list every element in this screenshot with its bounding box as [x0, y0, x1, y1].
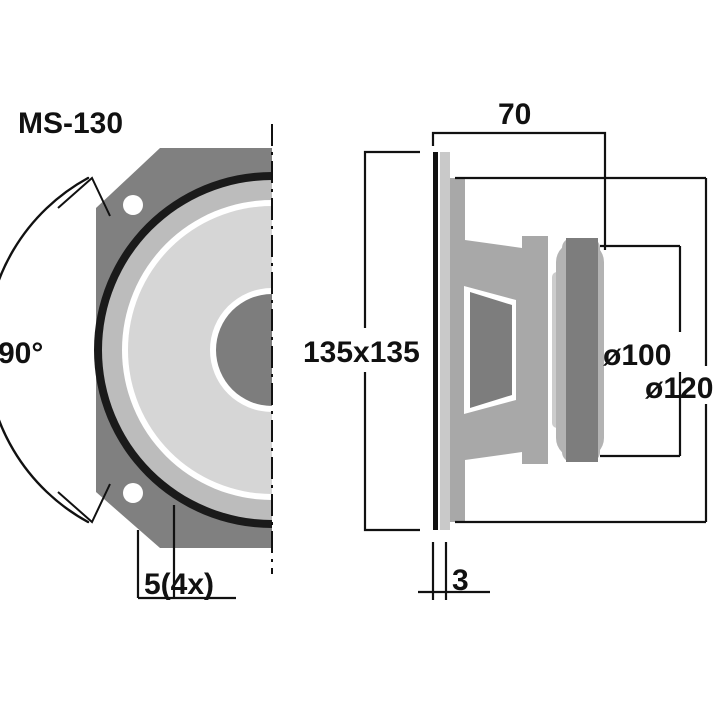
- depth-dimension-label: 70: [498, 98, 531, 131]
- page-title: MS-130: [18, 107, 123, 140]
- dispersion-angle-dimension: 90°: [0, 176, 111, 524]
- frame-size-dimension: 135x135: [303, 150, 420, 532]
- front-view: [94, 124, 273, 574]
- side-section-view: [433, 152, 604, 530]
- frame-size-dimension-label: 135x135: [303, 336, 420, 369]
- side-cone: [470, 292, 512, 408]
- front-dustcap: [216, 294, 272, 406]
- dispersion-angle-label: 90°: [0, 337, 43, 370]
- depth-dimension: 70: [431, 98, 607, 250]
- magnet-diameter-label: ø100: [603, 339, 671, 372]
- mounting-hole-top: [123, 195, 143, 215]
- side-magnet-core: [566, 238, 598, 462]
- hole-dimension: 5(4x): [136, 505, 236, 601]
- front-cone: [128, 206, 272, 494]
- magnet-diameter-dimension: ø100: [600, 244, 682, 458]
- basket-diameter-dimension: ø120: [455, 176, 713, 524]
- mounting-hole-bottom: [123, 483, 143, 503]
- side-gasket: [433, 152, 438, 530]
- basket-diameter-label: ø120: [645, 372, 713, 405]
- mount-depth-label: 3: [452, 564, 469, 597]
- side-faceplate: [440, 152, 450, 530]
- hole-dimension-label: 5(4x): [144, 568, 214, 601]
- mount-depth-dimension: 3: [418, 542, 490, 600]
